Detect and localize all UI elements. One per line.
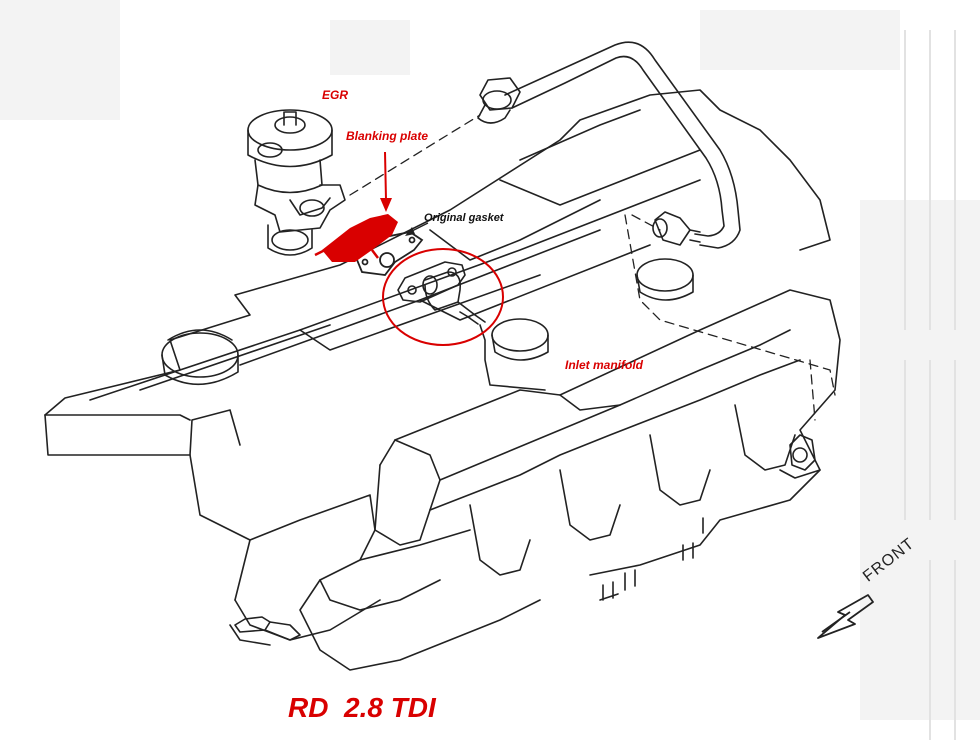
original-gasket-label: Original gasket — [424, 212, 504, 224]
lower-manifold — [249, 494, 541, 671]
diagram-title: RD 2.8 TDI — [288, 692, 436, 723]
pipe-union-nut — [479, 77, 521, 111]
highlight-circle — [382, 248, 504, 346]
egr-label: EGR — [322, 88, 349, 102]
engine-line-art — [44, 41, 841, 671]
background-faint-text — [904, 30, 956, 740]
gasket-leader — [405, 222, 429, 236]
cylinder-head-outline — [44, 89, 831, 416]
egr-valve — [247, 109, 346, 256]
inlet-flange — [397, 261, 466, 303]
red-annotations — [380, 151, 504, 346]
blanking-plate-label: Blanking plate — [346, 129, 429, 143]
blanking-plate — [314, 214, 398, 262]
inlet-manifold-body — [379, 289, 841, 576]
front-arrow-icon — [817, 594, 874, 639]
inlet-manifold-label: Inlet manifold — [565, 358, 643, 372]
blanking-plate-arrow — [384, 151, 387, 201]
background-smudges — [0, 0, 980, 720]
pipe-upper — [504, 41, 741, 249]
